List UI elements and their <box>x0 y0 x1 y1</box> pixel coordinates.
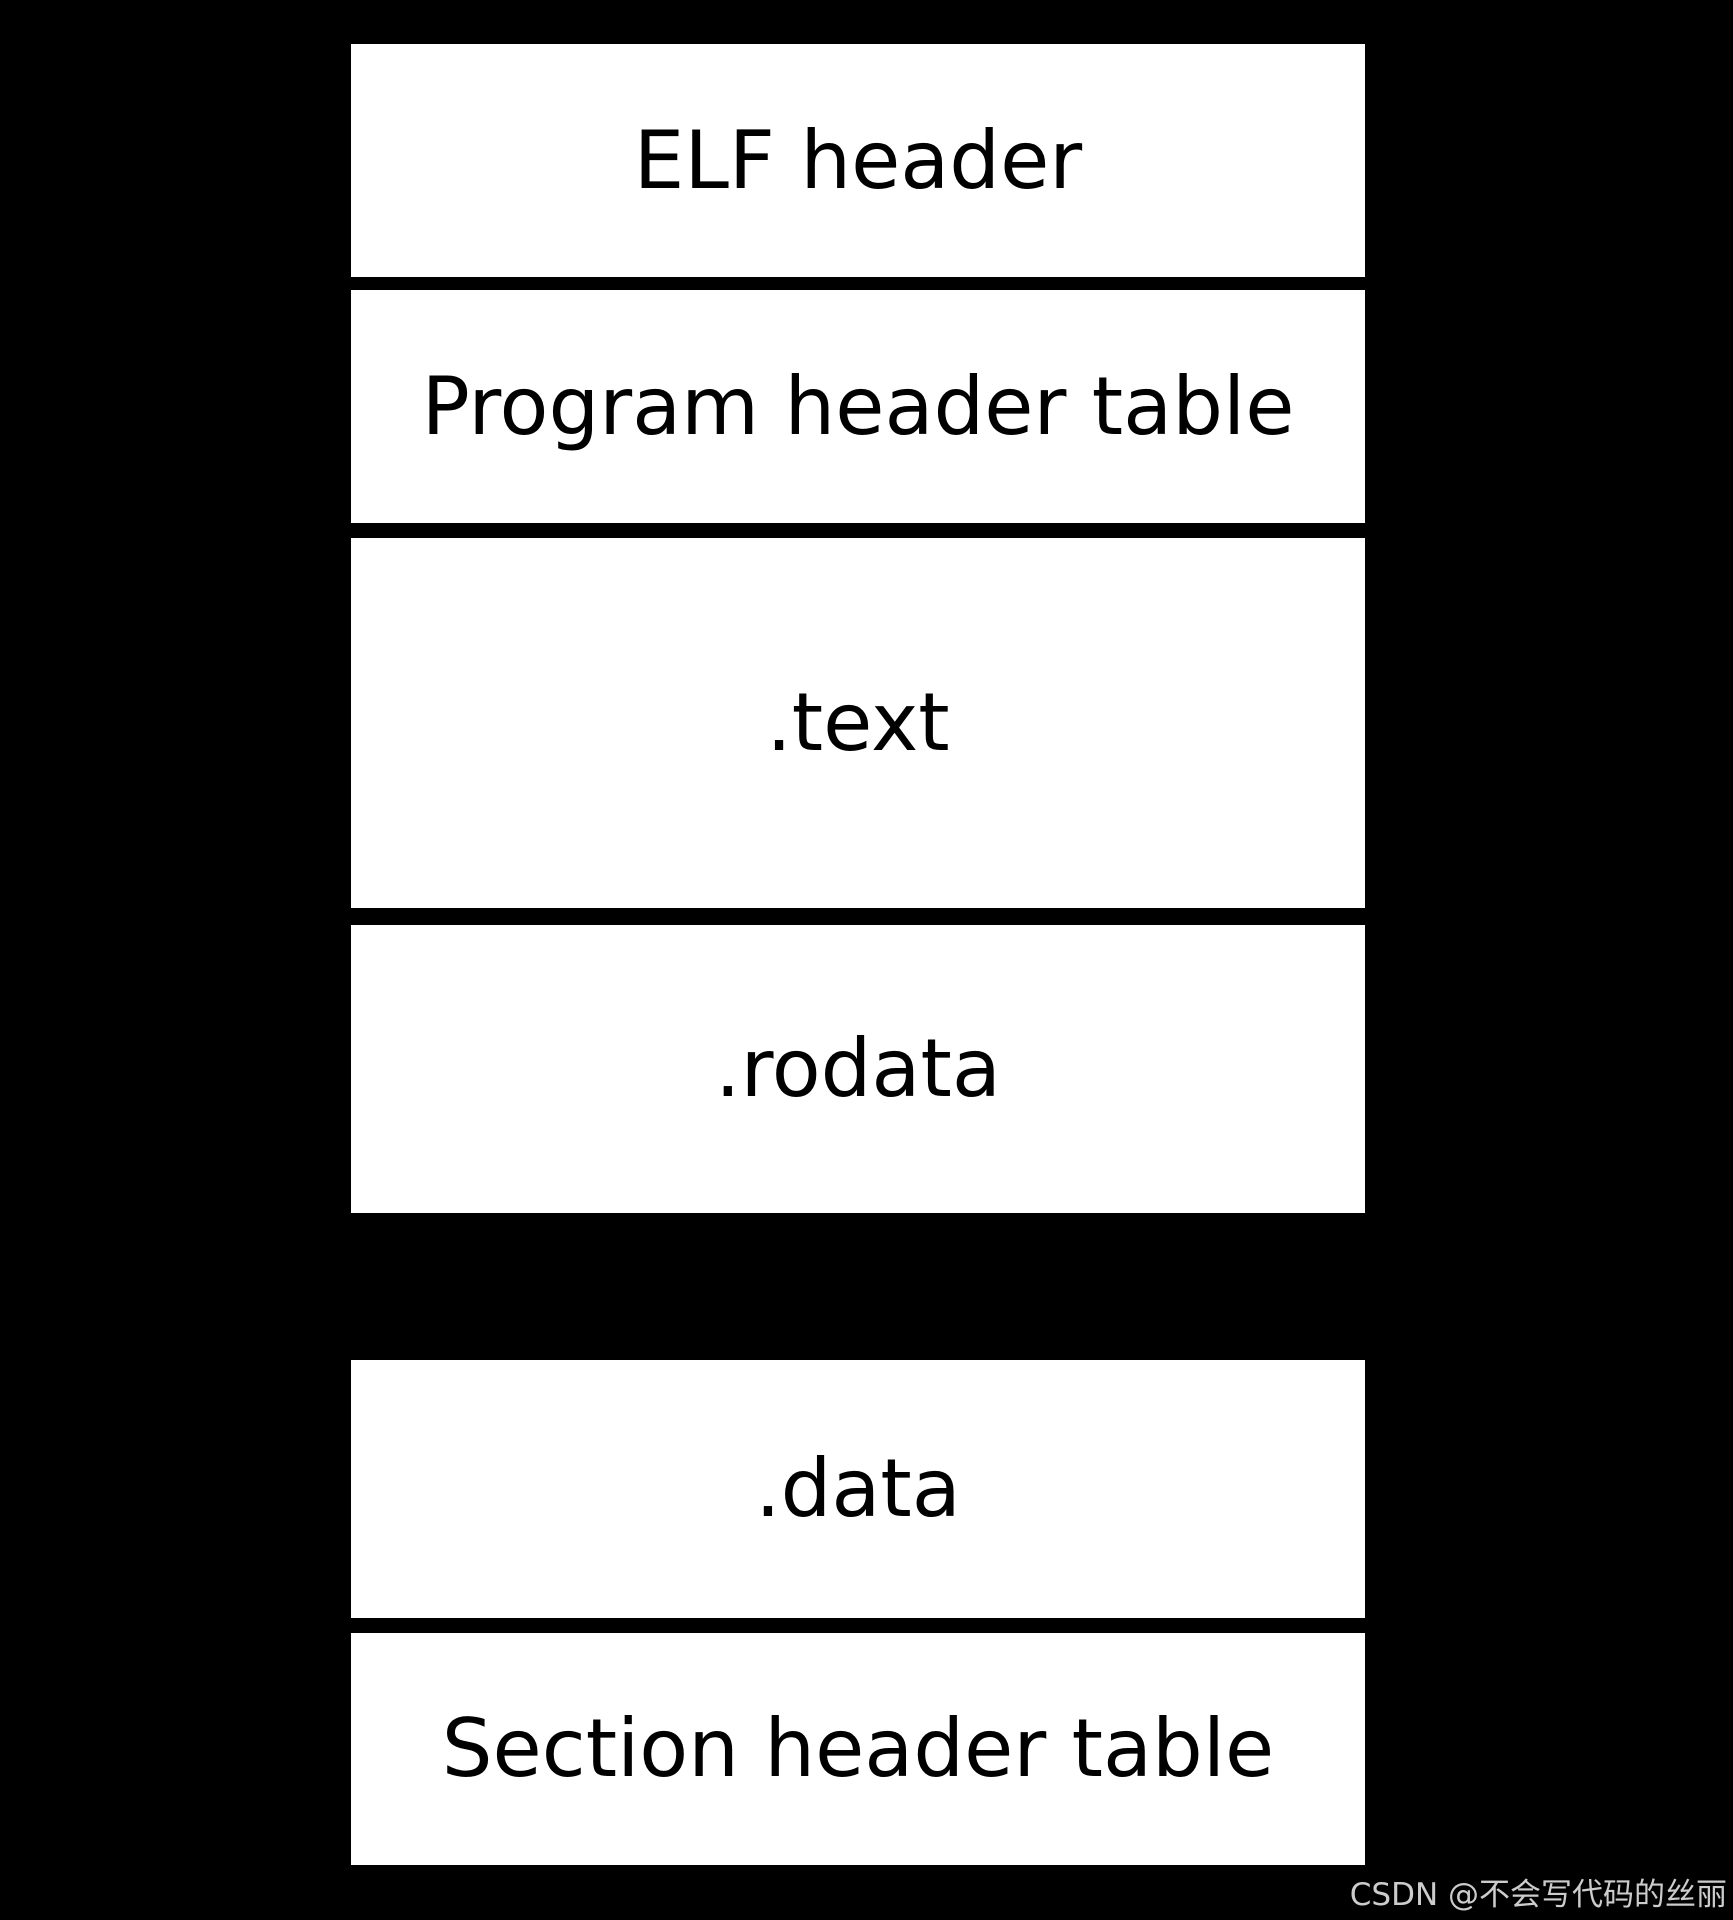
section-label-section-header-table: Section header table <box>441 1702 1275 1795</box>
csdn-watermark: CSDN @不会写代码的丝丽 <box>1349 1877 1727 1913</box>
section-box-elf-header: ELF header <box>351 44 1365 277</box>
section-box-text: .text <box>351 538 1365 908</box>
section-label-data: .data <box>755 1442 961 1535</box>
section-label-text: .text <box>766 676 950 769</box>
section-label-rodata: .rodata <box>715 1022 1001 1115</box>
section-box-program-header-table: Program header table <box>351 290 1365 523</box>
section-label-elf-header: ELF header <box>633 113 1083 207</box>
section-label-program-header-table: Program header table <box>421 359 1295 453</box>
section-box-data: .data <box>351 1360 1365 1618</box>
section-box-rodata: .rodata <box>351 925 1365 1213</box>
section-box-section-header-table: Section header table <box>351 1633 1365 1865</box>
